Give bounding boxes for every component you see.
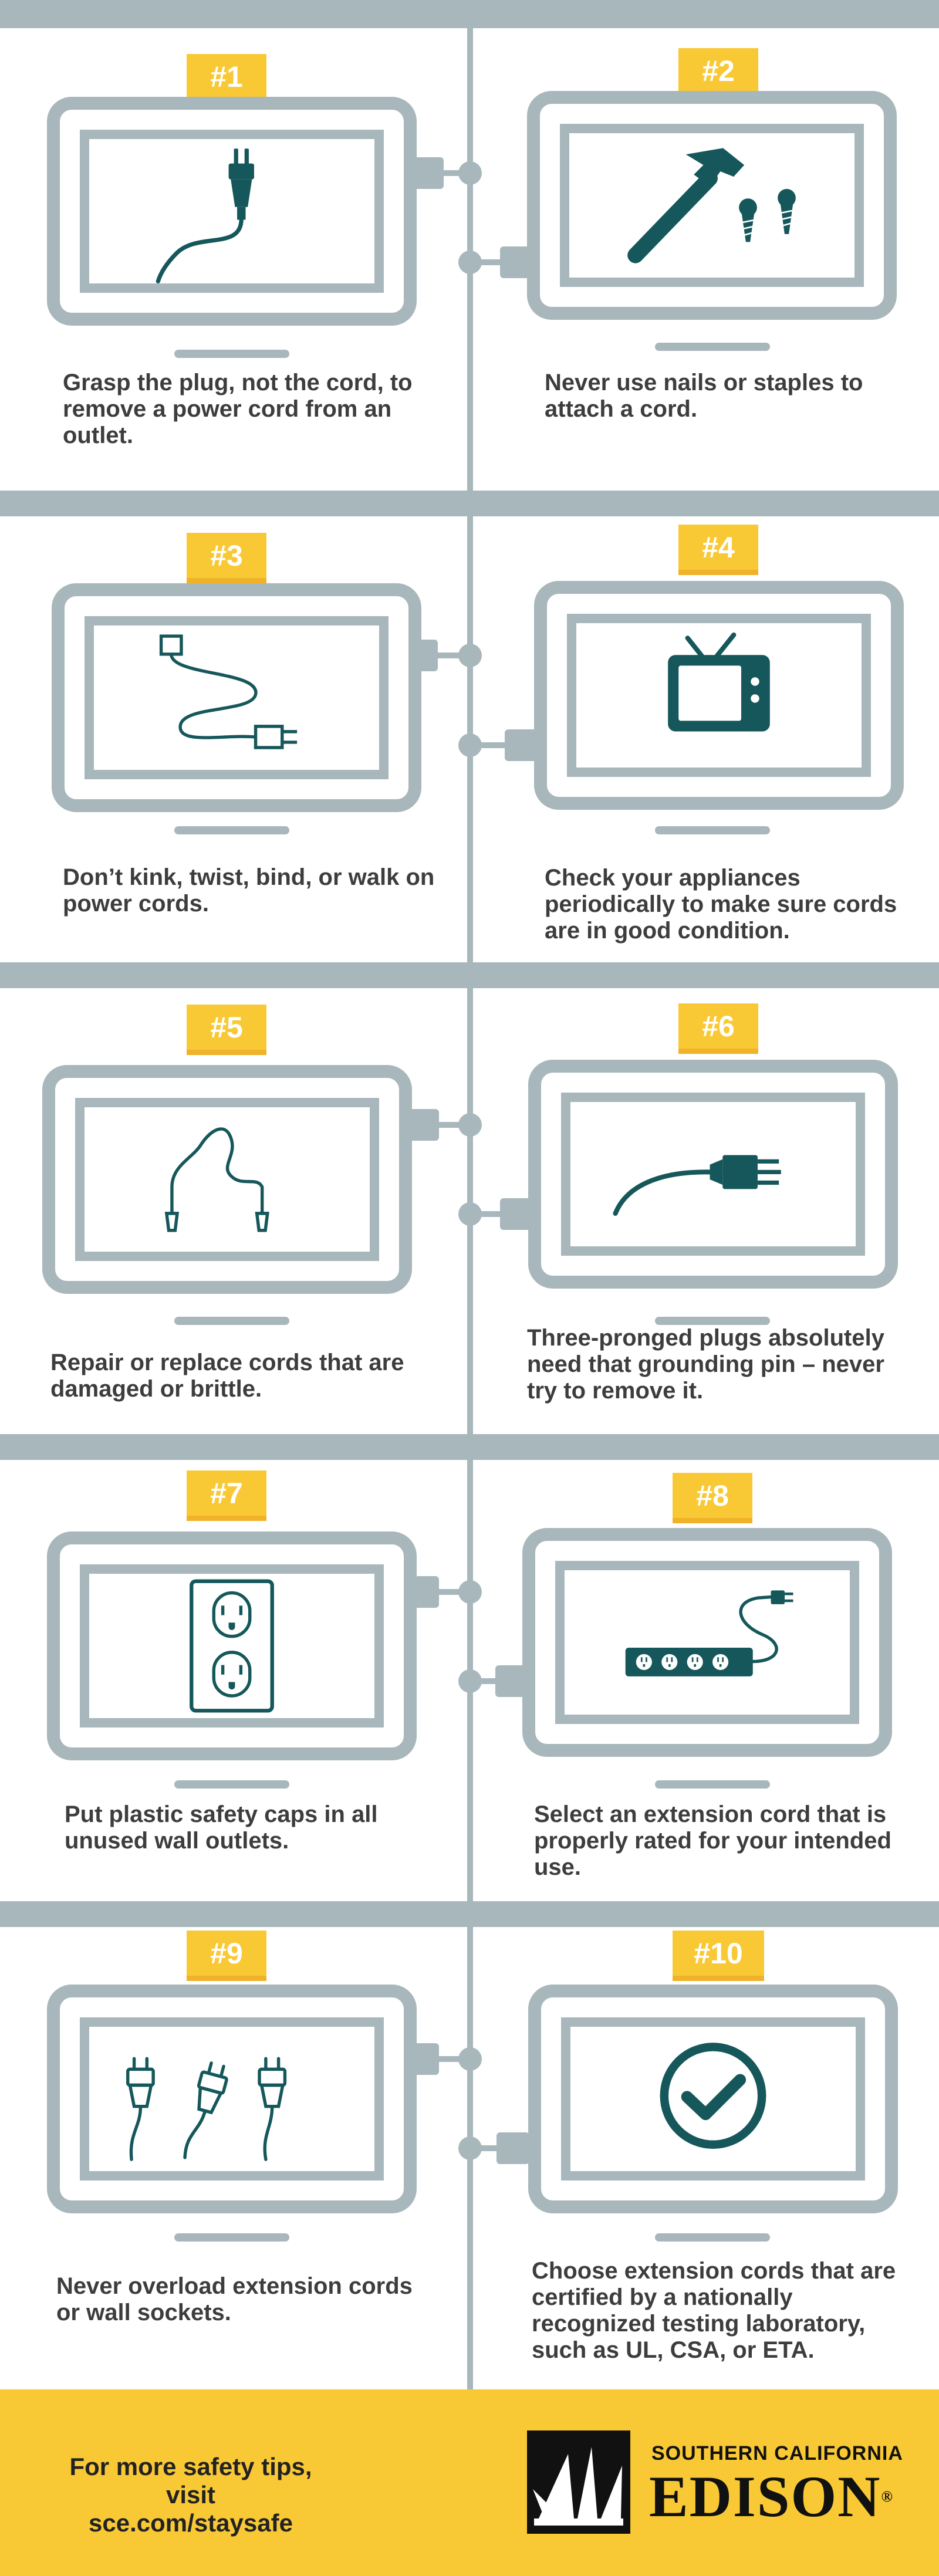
monitor-frame	[522, 1528, 892, 1757]
cable	[423, 2056, 470, 2062]
logo-tagline: SOUTHERN CALIFORNIA	[651, 2442, 903, 2465]
tip-number-badge: #3	[187, 533, 266, 583]
tip-text: Never overload extension cords or wall s…	[56, 2273, 413, 2325]
tip-text: Choose extension cords that are certifie…	[532, 2258, 896, 2363]
cable-node	[458, 1202, 482, 1226]
cable-node	[458, 251, 482, 274]
connector	[496, 2132, 529, 2164]
tip-text: Repair or replace cords that are damaged…	[50, 1350, 404, 1402]
power-strip-icon	[625, 1590, 793, 1676]
section-divider	[0, 962, 939, 988]
cable-node	[458, 161, 482, 185]
tip-number-badge: #9	[187, 1931, 266, 1981]
three-prong-plug-icon	[613, 1155, 781, 1216]
plug-cord-icon	[156, 148, 254, 283]
monitor-stand	[655, 343, 770, 351]
section-divider	[0, 1901, 939, 1927]
monitor-frame	[528, 1985, 898, 2213]
section-divider	[0, 1434, 939, 1460]
monitor-frame	[52, 583, 421, 812]
monitor-stand	[655, 1317, 770, 1325]
monitor-frame	[534, 581, 904, 810]
cable	[423, 1589, 470, 1595]
edison-logo-mark	[527, 2430, 630, 2534]
monitor-stand	[174, 1780, 289, 1789]
tip-number-badge: #10	[673, 1931, 764, 1981]
tip-text: Never use nails or staples to attach a c…	[545, 370, 863, 422]
tip-text: Put plastic safety caps in all unused wa…	[65, 1801, 378, 1854]
section-divider	[0, 491, 939, 516]
monitor-stand	[174, 826, 289, 834]
monitor-frame	[528, 1060, 898, 1289]
footer: For more safety tips, visit sce.com/stay…	[0, 2389, 939, 2576]
damaged-cord-icon	[164, 1127, 269, 1232]
multiple-plugs-icon	[126, 2057, 287, 2161]
checkmark-circle-icon	[660, 2043, 766, 2149]
sunburst-icon	[533, 2447, 623, 2526]
connector	[505, 729, 538, 761]
logo-wordmark: EDISON®	[649, 2464, 894, 2529]
television-icon	[668, 632, 770, 732]
cable-node	[458, 1669, 482, 1693]
tip-number-badge: #5	[187, 1005, 266, 1055]
monitor-stand	[174, 2233, 289, 2242]
cable-node	[458, 2047, 482, 2071]
cable-node	[458, 644, 482, 667]
monitor-stand	[655, 1780, 770, 1789]
monitor-frame	[47, 97, 417, 326]
tip-text: Three-pronged plugs absolutely need that…	[527, 1325, 884, 1404]
section-divider	[0, 0, 939, 28]
cable-node	[458, 1113, 482, 1137]
monitor-frame	[47, 1985, 417, 2213]
cable-node	[458, 2136, 482, 2160]
tangled-cord-icon	[159, 634, 298, 749]
tip-number-badge: #1	[187, 54, 266, 104]
cable-node	[458, 1580, 482, 1604]
monitor-stand	[655, 2233, 770, 2242]
cable	[470, 742, 534, 748]
tip-text: Grasp the plug, not the cord, to remove …	[63, 370, 413, 448]
tip-number-badge: #6	[678, 1003, 758, 1054]
footer-cta: For more safety tips, visit sce.com/stay…	[69, 2453, 312, 2537]
wall-outlet-icon	[190, 1579, 274, 1713]
monitor-frame	[42, 1065, 412, 1294]
monitor-stand	[655, 826, 770, 834]
tip-number-badge: #4	[678, 525, 758, 575]
monitor-stand	[174, 1317, 289, 1325]
tip-text: Don’t kink, twist, bind, or walk on powe…	[63, 864, 435, 917]
tip-text: Check your appliances periodically to ma…	[545, 865, 897, 944]
cable-node	[458, 733, 482, 757]
tip-text: Select an extension cord that is properl…	[534, 1801, 891, 1880]
tip-number-badge: #7	[187, 1470, 266, 1521]
connector	[500, 1198, 533, 1230]
monitor-frame	[47, 1532, 417, 1760]
cable	[423, 653, 470, 658]
monitor-frame	[527, 91, 897, 320]
tip-number-badge: #8	[673, 1473, 752, 1523]
hammer-screws-icon	[627, 148, 796, 263]
cable	[423, 1122, 470, 1128]
monitor-stand	[174, 350, 289, 358]
